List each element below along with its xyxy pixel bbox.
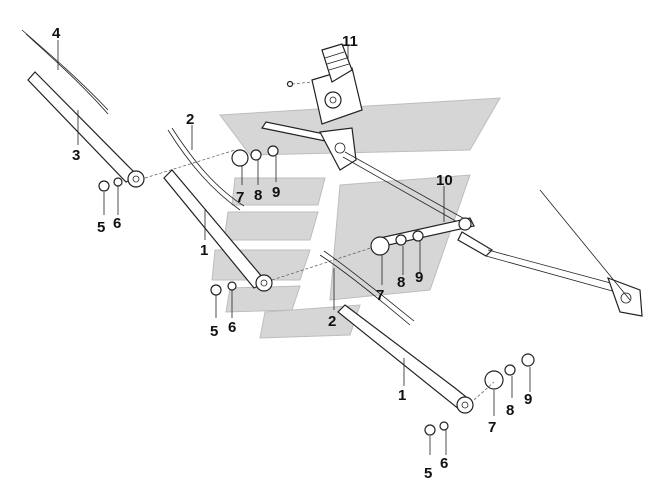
callout-5: 5	[424, 465, 432, 482]
callout-9: 9	[524, 391, 532, 408]
callout-8: 8	[254, 187, 262, 204]
callout-10: 10	[436, 172, 453, 189]
callout-8: 8	[506, 402, 514, 419]
callout-5: 5	[97, 219, 105, 236]
callouts: 4 3 5 6 2 1 7 8 9 11 10 5 6 2 7 8 9 1 7 …	[52, 25, 532, 482]
upper-linkage-rod	[261, 121, 471, 229]
callout-7: 7	[488, 419, 496, 436]
callout-6: 6	[440, 455, 448, 472]
right-wiper-assembly	[319, 230, 535, 436]
callout-6: 6	[113, 215, 121, 232]
left-wiper-assembly	[21, 29, 236, 192]
callout-7: 7	[376, 287, 384, 304]
wiper-motor	[286, 43, 363, 125]
callout-6: 6	[228, 319, 236, 336]
callout-9: 9	[272, 184, 280, 201]
callout-4: 4	[52, 25, 61, 42]
callout-9: 9	[415, 269, 423, 286]
callout-2: 2	[328, 313, 336, 330]
callout-1: 1	[398, 387, 406, 404]
callout-7: 7	[236, 189, 244, 206]
callout-11: 11	[342, 33, 358, 50]
leader-lines	[57, 40, 531, 455]
callout-8: 8	[397, 274, 405, 291]
callout-1: 1	[200, 242, 208, 259]
callout-3: 3	[72, 147, 80, 164]
callout-5: 5	[210, 323, 218, 340]
callout-2: 2	[186, 111, 194, 128]
middle-wiper-assembly	[163, 127, 381, 296]
watermark-logo	[211, 97, 501, 339]
